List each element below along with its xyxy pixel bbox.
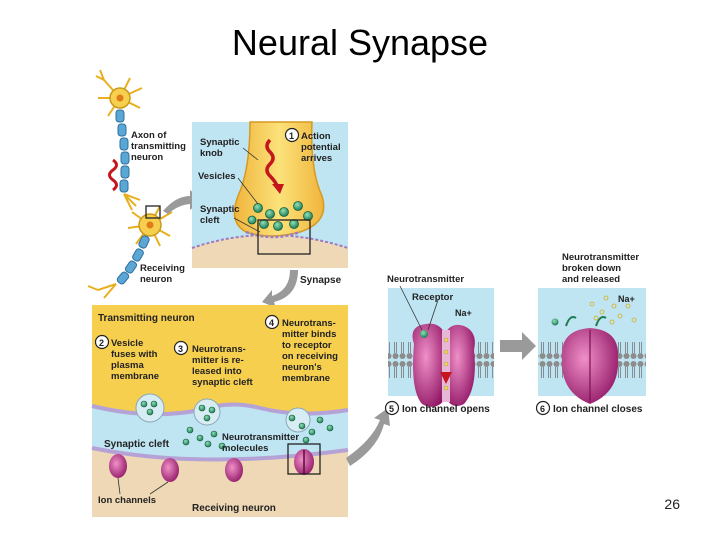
page-number: 26 xyxy=(664,496,680,512)
step-3-icon xyxy=(173,340,189,356)
svg-text:2: 2 xyxy=(99,338,104,348)
arrow-to-detail-icon xyxy=(262,270,298,308)
slide-title: Neural Synapse xyxy=(231,22,489,63)
channel-closed-panel xyxy=(538,288,646,404)
step-2-label: Vesicle fuses with plasma membrane xyxy=(111,338,160,382)
axon-label: Axon of transmitting neuron xyxy=(131,130,189,163)
step-1-icon xyxy=(284,127,300,143)
ion-channels-label: Ion channels xyxy=(98,495,156,506)
synaptic-cleft-label: Synaptic cleft xyxy=(200,204,242,226)
step-1-label: Action potential arrives xyxy=(301,131,343,164)
detail-panel xyxy=(91,305,349,517)
transmitting-neuron-label: Transmitting neuron xyxy=(98,313,195,324)
step-5-label: Ion channel opens xyxy=(402,404,490,415)
zoom-box xyxy=(145,205,161,219)
step-4-icon xyxy=(264,314,280,330)
nt-molecules-label: Neurotransmitter molecules xyxy=(222,432,302,454)
svg-text:5: 5 xyxy=(389,404,394,414)
na-open-label: Na+ xyxy=(455,308,472,318)
step-6-icon xyxy=(535,400,551,416)
ion-channels xyxy=(109,449,314,482)
transmitting-neuron xyxy=(95,69,143,211)
action-potential-arrow-icon xyxy=(265,138,280,189)
nt-molecules xyxy=(140,400,334,450)
receiving-neuron-label: Receiving neuron xyxy=(140,263,188,285)
neurotransmitter-label: Neurotransmitter xyxy=(387,274,464,285)
vesicles xyxy=(247,201,313,231)
svg-text:3: 3 xyxy=(178,344,183,354)
step-2-icon xyxy=(94,334,110,350)
arrow-to-channel-icon xyxy=(346,408,390,466)
svg-text:6: 6 xyxy=(540,404,545,414)
step-5-icon xyxy=(384,400,400,416)
synaptic-knob-label: Synaptic knob xyxy=(200,137,242,159)
vesicles-label: Vesicles xyxy=(198,171,236,182)
channel-open-panel xyxy=(388,285,494,407)
svg-text:4: 4 xyxy=(269,318,274,328)
na-closed-label: Na+ xyxy=(618,294,635,304)
arrow-to-close-icon xyxy=(500,332,536,360)
action-potential-wave-icon xyxy=(108,158,118,192)
receiving-neuron xyxy=(87,205,173,299)
step-4-label: Neurotrans- mitter binds to receptor on … xyxy=(282,318,341,384)
step-6-label: Ion channel closes xyxy=(553,404,643,415)
receiving-neuron-detail-label: Receiving neuron xyxy=(192,503,276,514)
step-3-label: Neurotrans- mitter is re- leased into sy… xyxy=(192,344,254,388)
receptor-label: Receptor xyxy=(412,292,453,303)
synaptic-cleft-detail-label: Synaptic cleft xyxy=(104,439,170,450)
broken-down-label: Neurotransmitter broken down and release… xyxy=(562,252,642,285)
svg-text:1: 1 xyxy=(289,131,294,141)
synapse-panel xyxy=(191,121,349,268)
synapse-caption: Synapse xyxy=(300,275,342,286)
